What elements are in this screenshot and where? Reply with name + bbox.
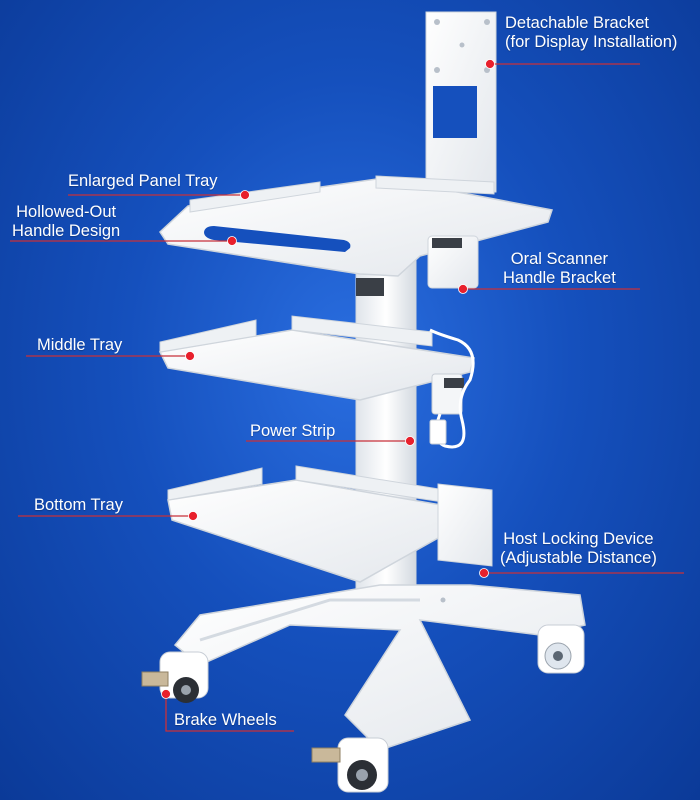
caster-wheels [141, 624, 585, 793]
scanner-holder [427, 235, 479, 289]
label-detachable-bracket: Detachable Bracket (for Display Installa… [505, 14, 678, 51]
bottom-tray [167, 465, 471, 583]
host-locking-plate [437, 483, 493, 567]
middle-tray [158, 315, 475, 401]
label-power-strip: Power Strip [250, 422, 336, 440]
callout-lines [10, 59, 684, 732]
top-panel-tray [159, 175, 553, 277]
callout-dot-bottom-tray [188, 511, 198, 521]
display-bracket [425, 11, 497, 193]
callout-dot-host-locking-device [479, 568, 489, 578]
label-hollowed-out-handle: Hollowed-Out Handle Design [12, 203, 121, 240]
label-middle-tray: Middle Tray [37, 336, 123, 354]
label-host-locking-device: Host Locking Device (Adjustable Distance… [500, 530, 657, 567]
callout-dot-power-strip [405, 436, 415, 446]
label-enlarged-panel-tray: Enlarged Panel Tray [68, 172, 218, 190]
callout-dot-middle-tray [185, 351, 195, 361]
power-strip-cable [429, 328, 475, 449]
label-brake-wheels: Brake Wheels [174, 711, 277, 729]
callout-dot-brake-wheels [161, 689, 171, 699]
callout-dot-oral-scanner-bracket [458, 284, 468, 294]
callout-dot-enlarged-panel-tray [240, 190, 250, 200]
callout-dot-hollowed-out-handle [227, 236, 237, 246]
label-oral-scanner-bracket: Oral Scanner Handle Bracket [503, 250, 616, 287]
callout-dot-detachable-bracket [485, 59, 495, 69]
callout-line-brake-wheels [165, 694, 294, 732]
label-bottom-tray: Bottom Tray [34, 496, 123, 514]
